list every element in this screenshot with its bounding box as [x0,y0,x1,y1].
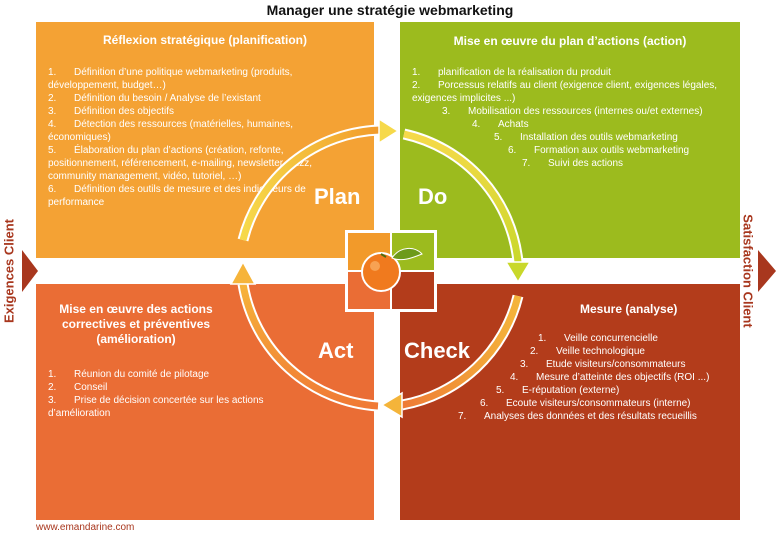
list-item: 6.Ecoute visiteurs/consommateurs (intern… [480,398,691,409]
list-item: 2.Définition du besoin / Analyse de l’ex… [48,93,261,104]
arrowhead-icon [504,261,532,284]
list-item: 3.Etude visiteurs/consommateurs [520,359,686,370]
list-item: 6.Formation aux outils webmarketing [508,145,690,156]
do-title: Mise en œuvre du plan d’actions (action) [453,34,687,48]
list-item: 3.Mobilisation des ressources (internes … [442,106,703,117]
list-item: 3.Définition des objectifs [48,106,175,117]
phase-label-act: Act [318,338,354,363]
phase-label-check: Check [404,338,471,363]
mandarin-icon [361,248,423,292]
list-item: 4.Détection des ressources (matérielles,… [48,119,293,143]
list-item: 1.Veille concurrencielle [538,333,658,344]
list-item: 2.Porcessus relatifs au client (exigence… [412,80,718,104]
list-item: 2.Veille technologique [530,346,645,357]
list-item: 3.Prise de décision concertée sur les ac… [48,395,264,419]
quadrant-do: Mise en œuvre du plan d’actions (action)… [400,22,740,258]
phase-label-plan: Plan [314,184,361,209]
arrowhead-icon [229,260,257,285]
act-title: Mise en œuvre des actions correctives et… [59,302,213,346]
list-item: 7.Suivi des actions [522,158,624,169]
check-list: 1.Veille concurrencielle 2.Veille techno… [400,332,740,423]
act-list: 1.Réunion du comité de pilotage 2.Consei… [48,368,278,420]
plan-list: 1.Définition d’une politique webmarketin… [48,66,338,209]
list-item: 1.planification de la réalisation du pro… [412,67,611,78]
right-arrow-icon [758,250,776,292]
quadrant-act: Mise en œuvre des actions correctives et… [36,284,374,520]
list-item: 2.Conseil [48,382,108,393]
list-item: 5.Élaboration du plan d’actions (créatio… [48,145,313,182]
plan-title: Réflexion stratégique (planification) [102,33,308,47]
list-item: 5.E-réputation (externe) [496,385,620,396]
diagram-title: Manager une stratégie webmarketing [266,2,514,18]
center-emblem [345,230,437,312]
list-item: 7.Analyses des données et des résultats … [458,411,697,422]
left-arrow-icon [22,250,38,292]
list-item: 6.Définition des outils de mesure et des… [48,184,306,208]
arrowhead-icon [378,117,400,145]
footer-url: www.emandarine.com [36,522,135,533]
list-item: 1.Définition d’une politique webmarketin… [48,67,293,91]
check-title: Mesure (analyse) [580,302,678,316]
arrowhead-icon [380,391,403,419]
do-list: 1.planification de la réalisation du pro… [412,66,732,170]
list-item: 4.Mesure d’atteinte des objectifs (ROI .… [510,372,710,383]
list-item: 4.Achats [472,119,529,130]
list-item: 1.Réunion du comité de pilotage [48,369,210,380]
list-item: 5.Installation des outils webmarketing [494,132,678,143]
quadrant-check: Mesure (analyse) 1.Veille concurrenciell… [400,284,740,520]
phase-label-do: Do [418,184,448,209]
